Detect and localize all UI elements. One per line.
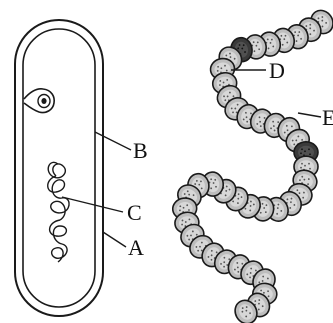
- rod-cell: B C A: [15, 20, 148, 316]
- leader-line-a: [103, 232, 126, 247]
- label-b: B: [133, 138, 148, 163]
- leader-line-c: [62, 197, 123, 212]
- label-e: E: [322, 105, 333, 130]
- cell-chain: [171, 6, 333, 323]
- membrane-infolding: [24, 89, 54, 113]
- label-c: C: [127, 200, 142, 225]
- leader-line-b: [95, 132, 131, 150]
- label-d: D: [269, 58, 285, 83]
- cell-membrane-inner: [23, 29, 95, 307]
- cell-wall-outer: [15, 20, 103, 316]
- leader-line-e: [298, 113, 321, 117]
- nucleoid-loops: [48, 162, 69, 262]
- label-a: A: [128, 235, 144, 260]
